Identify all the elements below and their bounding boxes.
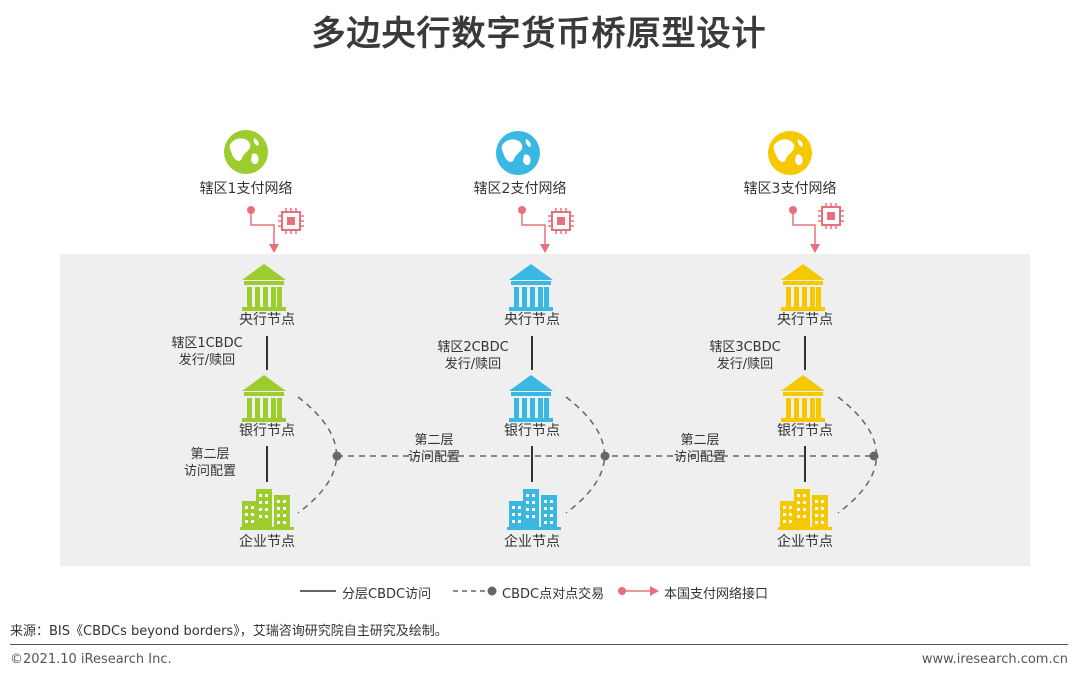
globe-icon — [768, 131, 812, 175]
zone3-network-label: 辖区3支付网络 — [743, 181, 837, 197]
legend-interface-label: 本国支付网络接口 — [664, 587, 769, 602]
interface-connector — [789, 206, 820, 253]
chip-icon — [817, 202, 845, 230]
p2p-connection — [332, 451, 879, 461]
zone3-access-line2: 访问配置 — [673, 450, 726, 465]
website: www.iresearch.com.cn — [921, 652, 1068, 667]
zone1-bank-label: 银行节点 — [239, 423, 295, 439]
globe-icon — [224, 130, 268, 174]
page-title: 多边央行数字货币桥原型设计 — [311, 14, 767, 54]
zone2-access-line1: 第二层 — [414, 433, 454, 448]
legend-p2p-label: CBDC点对点交易 — [502, 587, 605, 602]
zone2-issue-line1: 辖区2CBDC — [437, 340, 509, 355]
zone2-issue-line2: 发行/赎回 — [444, 357, 502, 372]
enterprise-building-icon — [240, 489, 294, 530]
zone1-issue-line2: 发行/赎回 — [178, 353, 236, 368]
chip-icon — [547, 207, 575, 235]
chip-icon — [277, 207, 305, 235]
zone1-enterprise-label: 企业节点 — [239, 534, 295, 550]
zone1-access-line1: 第二层 — [190, 447, 230, 462]
zone3-bank-label: 银行节点 — [777, 423, 833, 439]
zone-1 — [224, 130, 338, 530]
zone3-issue-line1: 辖区3CBDC — [709, 340, 781, 355]
bank-node-icon — [509, 375, 553, 422]
zone3-access-line1: 第二层 — [680, 433, 720, 448]
zone-3 — [768, 131, 878, 530]
zone2-enterprise-label: 企业节点 — [504, 534, 560, 550]
interface-connector — [518, 206, 550, 253]
legend-arrow-icon — [618, 586, 659, 596]
enterprise-building-icon — [507, 489, 561, 530]
footer-divider — [10, 644, 1068, 645]
legend-dashed-dot-icon — [453, 586, 497, 596]
interface-connector — [247, 206, 279, 253]
zone2-central-label: 央行节点 — [504, 312, 560, 328]
legend-layered-label: 分层CBDC访问 — [342, 587, 432, 602]
bank-node-icon — [242, 375, 286, 422]
globe-icon — [496, 131, 540, 175]
zone1-network-label: 辖区1支付网络 — [199, 181, 293, 197]
zone3-central-label: 央行节点 — [777, 312, 833, 328]
central-bank-icon — [242, 264, 286, 311]
zone1-issue-line1: 辖区1CBDC — [171, 336, 243, 351]
zone2-access-line2: 访问配置 — [407, 450, 460, 465]
source-note: 来源：BIS《CBDCs beyond borders》，艾瑞咨询研究院自主研究… — [10, 624, 448, 639]
central-bank-icon — [509, 264, 553, 311]
zone2-network-label: 辖区2支付网络 — [473, 181, 567, 197]
zone3-issue-line2: 发行/赎回 — [716, 357, 774, 372]
zone3-enterprise-label: 企业节点 — [777, 534, 833, 550]
zone1-central-label: 央行节点 — [239, 312, 295, 328]
central-bank-icon — [781, 264, 825, 311]
zone2-bank-label: 银行节点 — [504, 423, 560, 439]
bank-node-icon — [781, 375, 825, 422]
zone-2 — [496, 131, 606, 530]
zone1-access-line2: 访问配置 — [183, 464, 236, 479]
enterprise-building-icon — [778, 489, 832, 530]
copyright: ©2021.10 iResearch Inc. — [10, 652, 172, 667]
